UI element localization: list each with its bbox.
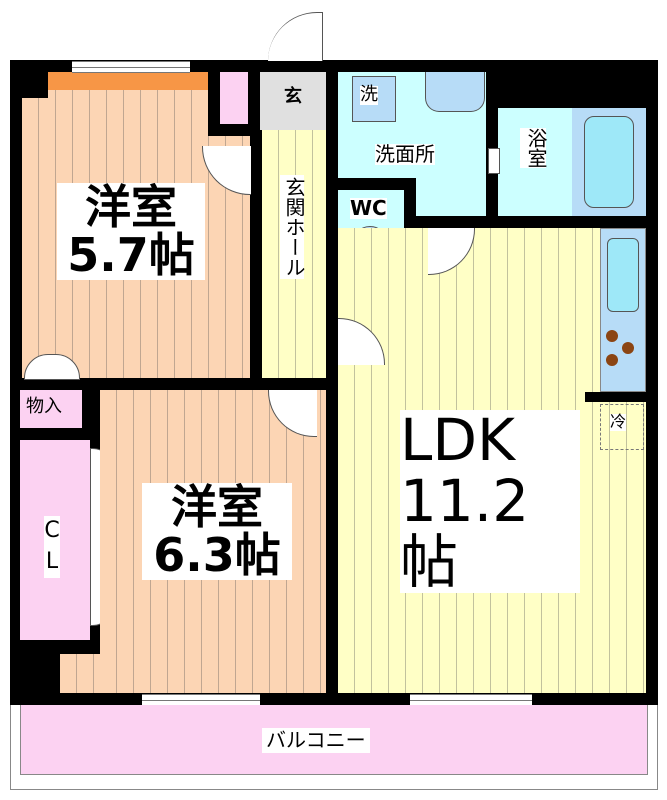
storage-cl-wall <box>20 428 82 440</box>
toilet-label: WC <box>350 196 387 220</box>
bathroom-door[interactable] <box>488 148 500 174</box>
western-room-1-size: 5.7帖 <box>67 228 195 283</box>
stove-burner-icon[interactable] <box>606 330 618 342</box>
entrance-label: 玄 <box>284 86 302 107</box>
western-room-1-label: 洋室 5.7帖 <box>57 183 205 280</box>
storage-closet <box>20 390 82 428</box>
ldk-label: LDK 11.2帖 <box>400 410 580 593</box>
hall-right-wall <box>326 60 338 700</box>
balcony-label: バルコニー <box>262 728 370 753</box>
washroom-bottom-wall <box>416 216 658 228</box>
entrance <box>260 72 326 130</box>
western-room-2-lower <box>60 654 100 693</box>
bathtub[interactable] <box>584 116 634 208</box>
entrance-hall-label: 玄関ホール <box>280 175 306 279</box>
fridge-space <box>600 404 644 450</box>
bathroom-label: 浴室 <box>520 128 548 168</box>
hall-left-wall <box>250 130 262 385</box>
washer-label: 洗 <box>360 84 378 105</box>
kitchen-wall <box>585 392 646 402</box>
western-room-2-size: 6.3帖 <box>153 528 281 583</box>
ldk-size: 11.2帖 <box>400 466 530 596</box>
top-right-wall <box>498 60 658 108</box>
washroom-label: 洗面所 <box>375 142 435 166</box>
western-room-2-label: 洋室 6.3帖 <box>142 483 292 580</box>
stove-burner-icon[interactable] <box>606 354 618 366</box>
window-room1[interactable] <box>72 61 190 73</box>
front-door[interactable] <box>268 12 323 61</box>
fridge-label: 冷 <box>610 412 627 431</box>
ldk-name: LDK <box>400 406 516 474</box>
outer-wall-right <box>646 60 658 705</box>
stove-burner-icon[interactable] <box>622 342 634 354</box>
storage-label: 物入 <box>26 396 62 417</box>
western-room-1-name: 洋室 <box>85 180 177 234</box>
western-room-2-name: 洋室 <box>171 480 263 534</box>
kitchen-sink[interactable] <box>607 238 639 312</box>
closet-shelf <box>48 72 208 90</box>
room1-corner-wall <box>22 72 48 98</box>
wash-basin[interactable] <box>425 72 485 112</box>
room-divider-wall <box>10 378 326 390</box>
washroom-bath-wall <box>486 60 498 230</box>
closet-label: CL <box>44 516 60 578</box>
entrance-storage <box>220 72 248 124</box>
closet-corner-wall <box>10 640 60 700</box>
